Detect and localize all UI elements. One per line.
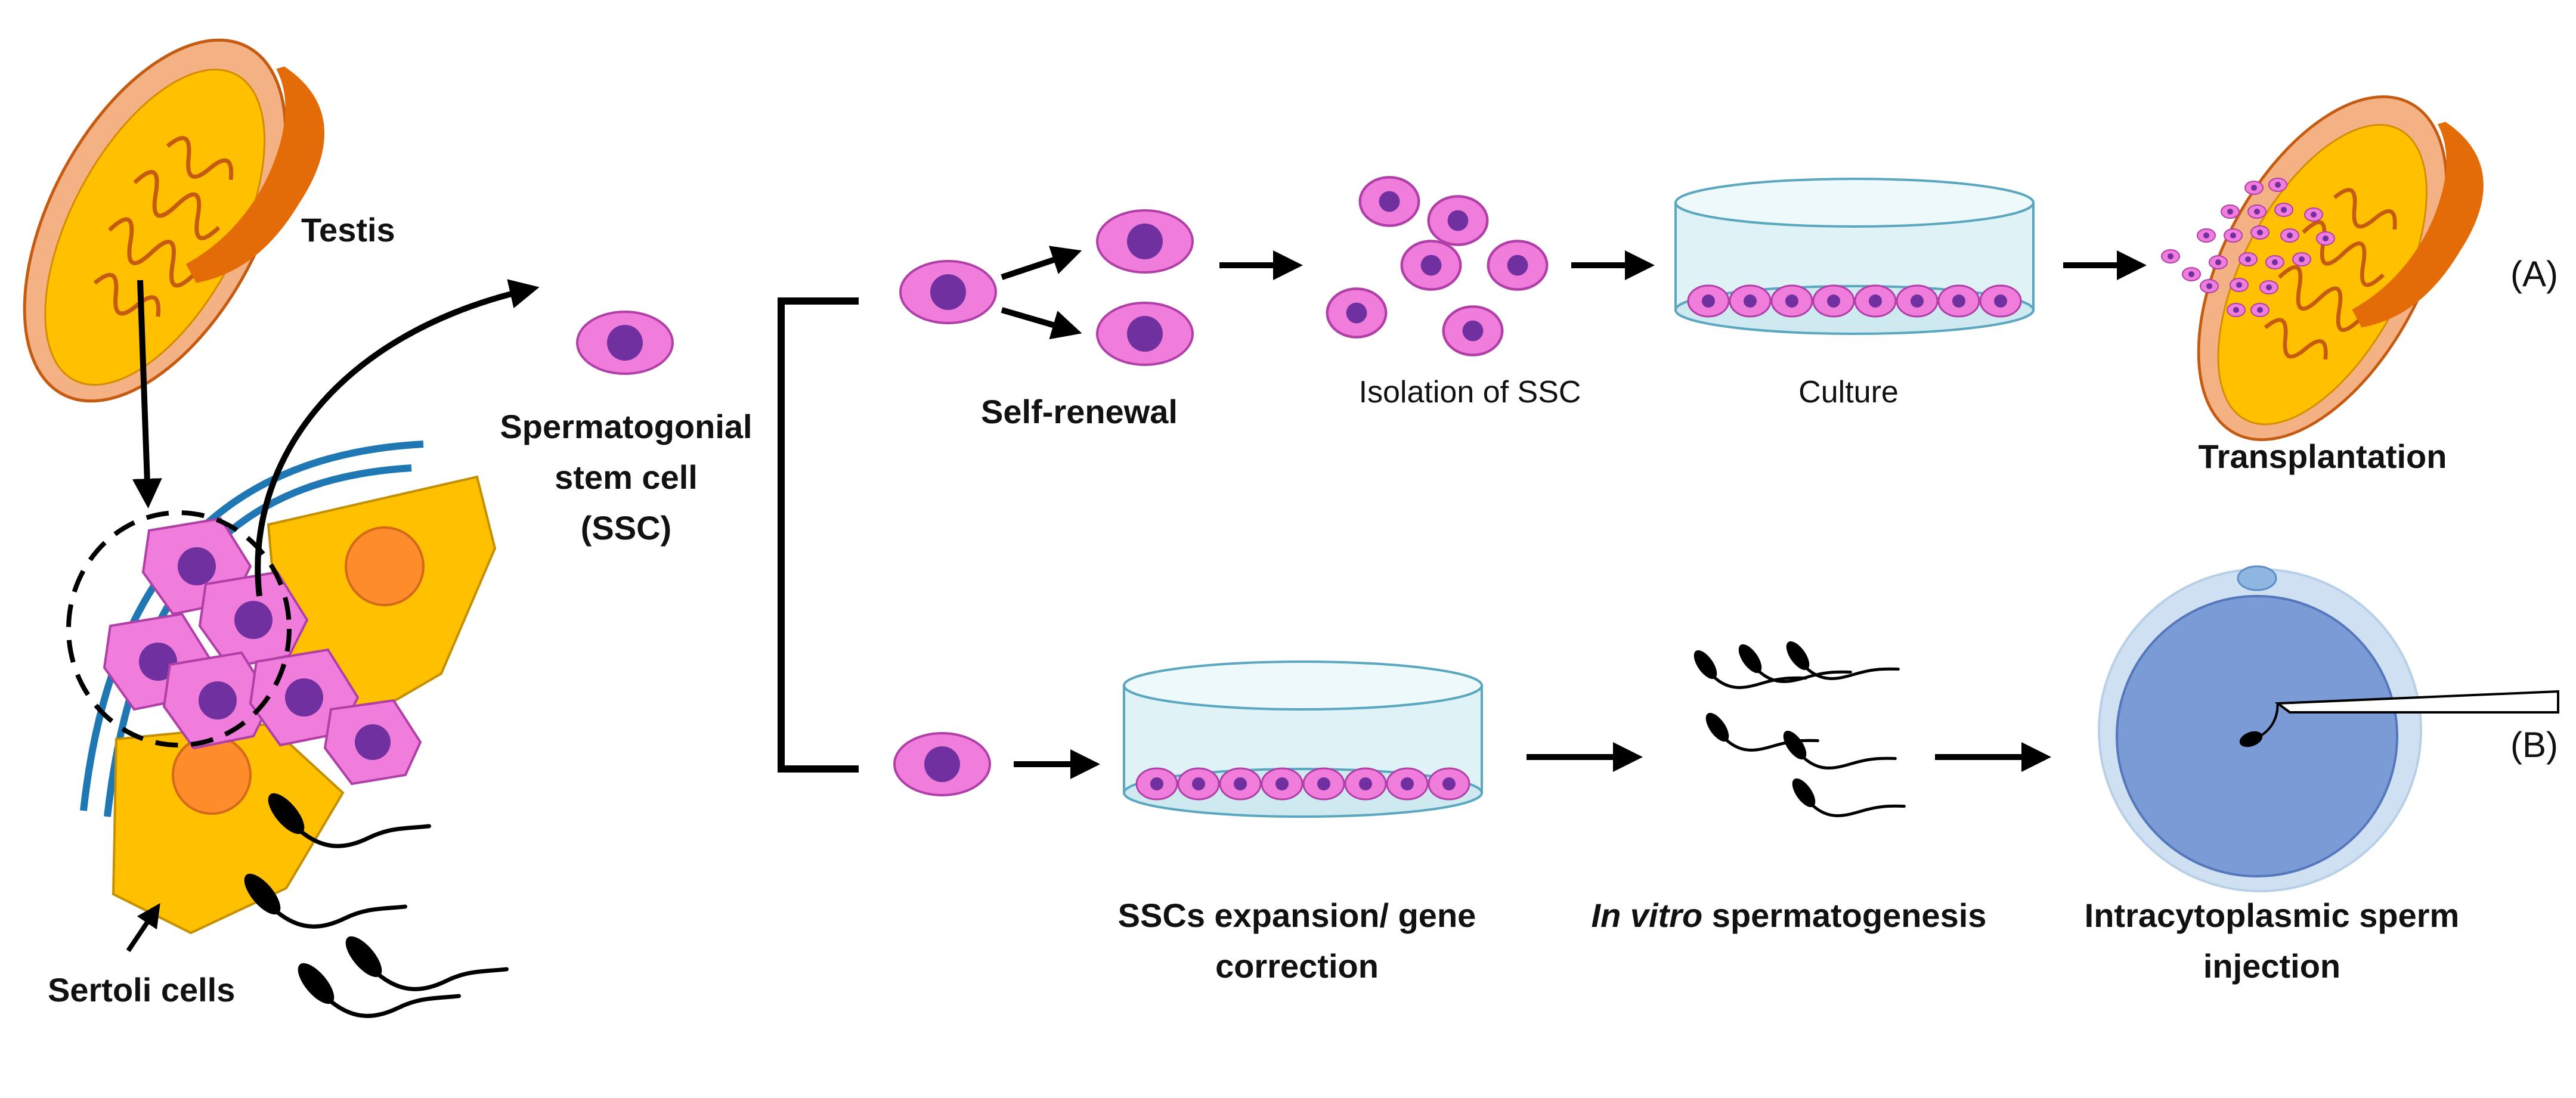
injected-sperm-icon <box>2239 704 2279 747</box>
ssc-label-line1: Spermatogonial <box>500 408 752 445</box>
invitro-italic: In vitro <box>1592 897 1703 934</box>
niche-to-ssc-arrow <box>255 279 540 597</box>
daughter-cell-lower <box>1096 302 1194 366</box>
self-renewal-arrow-down <box>1001 307 1082 340</box>
invitro-label: In vitro spermatogenesis <box>1592 897 1987 934</box>
expansion-dish-icon <box>1123 660 1483 818</box>
ssc-cell-icon <box>576 311 674 375</box>
sertoli-label: Sertoli cells <box>48 971 235 1009</box>
pathway-b-label: (B) <box>2510 725 2558 765</box>
sperm-icon <box>1701 671 1818 787</box>
invitro-sperm-group <box>1689 599 1904 853</box>
injection-pipette-icon <box>2274 690 2559 714</box>
invitro-rest: spermatogenesis <box>1702 897 1986 934</box>
culture-dish-icon <box>1674 178 2035 335</box>
isolation-label: Isolation of SSC <box>1359 375 1581 410</box>
self-renewal-arrow-up <box>1001 246 1082 280</box>
ssc-cluster <box>103 517 422 786</box>
transplantation-label: Transplantation <box>2199 438 2447 475</box>
expansion-label-line1: SSCs expansion/ gene <box>1118 897 1476 934</box>
pathway-a-label: (A) <box>2510 254 2558 294</box>
ssc-label-line3: (SSC) <box>581 509 671 547</box>
icsi-label-line1: Intracytoplasmic sperm <box>2085 897 2460 934</box>
recipient-testis-icon <box>2147 57 2511 487</box>
testis-label: Testis <box>301 211 395 249</box>
ssc-origin-cell-b <box>893 732 991 796</box>
ssc-label-line2: stem cell <box>555 458 698 496</box>
daughter-cell-upper <box>1096 209 1194 274</box>
culture-label: Culture <box>1798 375 1899 410</box>
niche-dashed-circle <box>66 510 292 747</box>
testis-to-niche-arrow <box>132 280 162 508</box>
isolated-cells <box>1327 177 1547 355</box>
self-renewal-origin-cell <box>899 260 997 324</box>
sertoli-cell-lower <box>112 722 345 935</box>
sertoli-pointer-arrow <box>126 903 160 953</box>
oocyte-icon <box>2098 565 2422 892</box>
sperm-icon <box>1782 599 1898 716</box>
icsi-label-line2: injection <box>2203 947 2340 985</box>
testis-organ-icon <box>0 0 354 451</box>
branch-bracket <box>778 297 859 773</box>
self-renewal-label: Self-renewal <box>981 393 1178 430</box>
expansion-label-line2: correction <box>1215 947 1379 985</box>
